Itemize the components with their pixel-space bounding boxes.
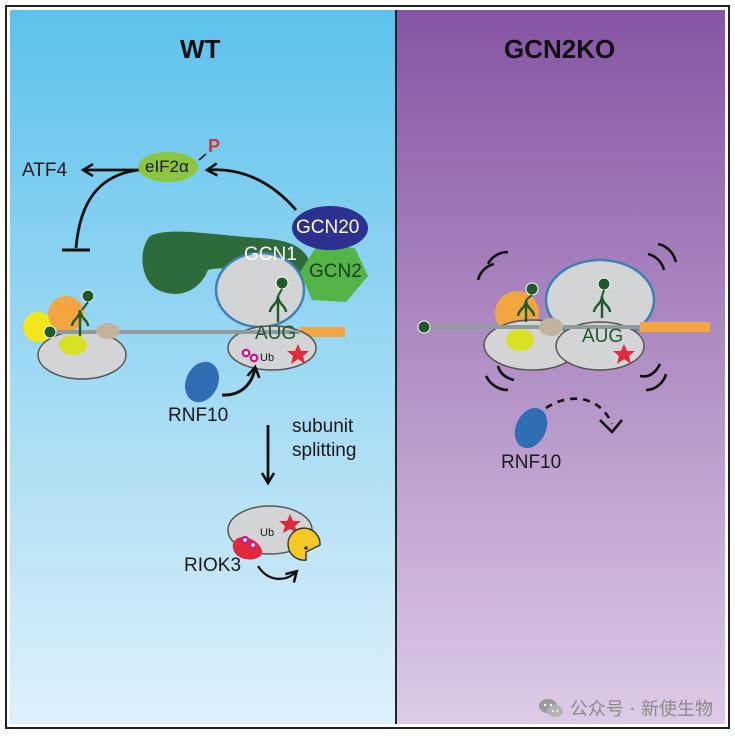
- motion-mark-8: [645, 373, 668, 392]
- ub-dot-2: [249, 353, 259, 363]
- pacman-eye: [304, 546, 308, 550]
- splitting-label: splitting: [292, 440, 357, 461]
- trna-wt: [268, 295, 288, 322]
- ko-eif-tan: [539, 318, 563, 336]
- aug-label-ko: AUG: [582, 326, 624, 347]
- aug-label-wt: AUG: [255, 323, 297, 344]
- motion-mark-4: [657, 242, 678, 263]
- motion-mark-5: [484, 375, 509, 392]
- wt-title: WT: [180, 34, 221, 64]
- phospho-bond: [198, 153, 207, 161]
- gcn1-label: GCN1: [244, 244, 297, 265]
- riok3-arrow: [257, 565, 296, 579]
- watermark-text: 公众号 · 新使生物: [569, 699, 713, 720]
- eif-tan: [96, 323, 120, 339]
- trna-linker: [81, 301, 89, 311]
- phosphorylation-arrow: [208, 170, 298, 211]
- ko-dashed-arrow: [545, 397, 614, 425]
- eif2a-label: eIF2α: [145, 157, 189, 176]
- watermark: 公众号 · 新使生物: [538, 695, 713, 721]
- ko-trna-right: [592, 295, 612, 318]
- riok3-label: RIOK3: [184, 555, 242, 576]
- star-mark-split: [279, 514, 301, 533]
- initiation-factor-orange: [48, 296, 84, 332]
- gcn20-label: GCN20: [296, 217, 360, 238]
- star-mark-wt: [287, 344, 309, 364]
- phosphate-label: P: [208, 136, 221, 156]
- ko-trna-met-right: [597, 277, 611, 291]
- outer-border: [5, 5, 730, 729]
- atf4-label: ATF4: [22, 160, 68, 181]
- rnf10-shape-ko: [514, 407, 548, 449]
- motion-mark-3: [647, 252, 666, 271]
- ko-trna-met-left: [525, 282, 539, 296]
- gcn2-label: GCN2: [309, 261, 362, 282]
- ub-label-wt: Ub: [260, 352, 275, 364]
- ko-dashed-arrowhead: [599, 419, 623, 434]
- deubiquitinase-pacman: [287, 527, 321, 561]
- motion-mark-6: [496, 365, 515, 382]
- mrna-orf-wt: [300, 327, 345, 337]
- ko-star-mark: [613, 344, 635, 364]
- initiation-factor-lime: [59, 335, 87, 355]
- mrna-cap-ko: [417, 320, 431, 334]
- gcn20-shape: [292, 206, 368, 250]
- subunit-label: subunit: [292, 416, 354, 437]
- motion-mark-1: [486, 250, 509, 265]
- mrna-orf-ko: [640, 322, 710, 332]
- motion-mark-7: [639, 363, 662, 378]
- rnf10-shape-wt: [184, 361, 220, 403]
- ko-panel-background: [396, 10, 725, 724]
- trna-methionine: [81, 289, 95, 303]
- ko-trna-linker-right: [601, 289, 605, 297]
- mrna-cap-wt: [43, 325, 57, 339]
- trna-linker-wt: [277, 288, 283, 297]
- ub-dot-1: [241, 348, 251, 358]
- motion-mark-2: [476, 262, 495, 281]
- eif2a-shape: [138, 152, 198, 182]
- ko-initiation-factor-lime: [506, 329, 534, 351]
- ubiquitination-arrow: [221, 368, 255, 397]
- inhibition-line: [74, 168, 139, 249]
- wechat-icon: [538, 699, 563, 717]
- gcn2ko-title: GCN2KO: [504, 34, 616, 64]
- gcn1-shape: [142, 231, 309, 294]
- trna-methionine-wt: [275, 276, 289, 290]
- ko-trna-left: [516, 299, 536, 322]
- rnf10-label-ko: RNF10: [501, 452, 562, 473]
- ko-trna-linker-left: [525, 294, 533, 301]
- ub-dot-4: [248, 540, 258, 550]
- gcn2-shape: [300, 244, 368, 302]
- ub-dot-3: [240, 535, 250, 545]
- trna-scanning: [70, 309, 90, 336]
- ub-label-bottom: Ub: [260, 527, 275, 539]
- rnf10-label-wt: RNF10: [168, 405, 229, 426]
